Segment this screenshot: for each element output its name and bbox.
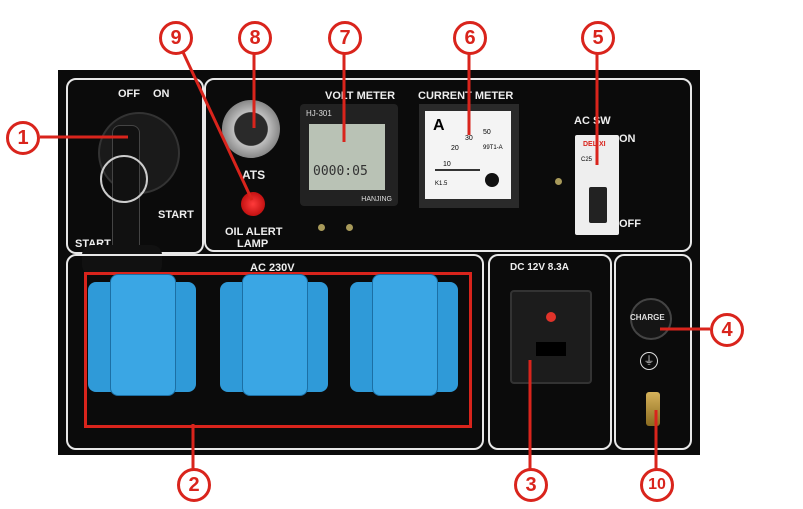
ac-outlets-highlight [84, 272, 472, 428]
ac-outlets-title: AC 230V [250, 262, 295, 274]
callout-10: 10 [640, 468, 674, 502]
instruments-section [204, 78, 692, 252]
scale-50: 50 [483, 129, 491, 136]
callout-4: 4 [710, 313, 744, 347]
ac-switch-title: AC SW [574, 115, 611, 127]
outlet-lid[interactable] [242, 274, 308, 396]
dc-outlet[interactable] [510, 290, 592, 384]
scale-30: 30 [465, 135, 473, 142]
zero-adjust-knob[interactable] [485, 173, 499, 187]
fuse-ground-section [614, 254, 692, 450]
ac-outlet-2[interactable] [220, 274, 328, 396]
screw-icon [555, 178, 562, 185]
ats-connector[interactable] [222, 100, 280, 158]
current-meter-unit: A [433, 117, 445, 134]
oil-alert-lamp [241, 192, 265, 216]
ac-outlet-3[interactable] [350, 274, 458, 396]
key-cap [82, 245, 162, 275]
off-label: OFF [118, 88, 140, 100]
callout-9: 9 [159, 21, 193, 55]
breaker-toggle[interactable] [589, 187, 607, 223]
fuse-label: CHARGE [630, 313, 665, 322]
callout-1: 1 [6, 121, 40, 155]
volt-meter-brand: HANJING [361, 196, 392, 203]
oil-lamp-label-1: OIL ALERT [225, 226, 283, 238]
ac-outlet-1[interactable] [88, 274, 196, 396]
volt-meter-reading: 0000:05 [313, 164, 368, 179]
key-ring [100, 155, 148, 203]
callout-8: 8 [238, 21, 272, 55]
charge-fuse[interactable]: CHARGE [630, 298, 672, 340]
callout-2: 2 [177, 468, 211, 502]
callout-6: 6 [453, 21, 487, 55]
outlet-lid[interactable] [372, 274, 438, 396]
ac-switch-off: OFF [619, 218, 641, 230]
volt-meter: HJ-301 0000:05 HANJING [300, 104, 398, 206]
outlet-lid[interactable] [110, 274, 176, 396]
ats-label: ATS [242, 168, 266, 182]
oil-lamp-label-2: LAMP [237, 238, 269, 250]
leader-9 [180, 49, 254, 201]
dc-socket-hole [536, 342, 566, 356]
dc-indicator [546, 312, 556, 322]
scale-10: 10 [443, 161, 451, 168]
callout-7: 7 [328, 21, 362, 55]
callout-3: 3 [514, 468, 548, 502]
volt-meter-model: HJ-301 [306, 109, 332, 118]
start-label: START [158, 209, 194, 221]
ac-switch-on: ON [619, 133, 636, 145]
current-meter-model: 99T1-A [483, 145, 503, 151]
screw-icon [346, 224, 353, 231]
ground-symbol-icon: ⏚ [640, 352, 658, 370]
current-meter-title: CURRENT METER [418, 90, 514, 102]
screw-icon [318, 224, 325, 231]
breaker-rating: C25 [581, 157, 593, 163]
needle [435, 169, 480, 171]
volt-meter-display: 0000:05 [309, 124, 385, 190]
current-meter-class: K1.5 [435, 181, 448, 187]
on-label: ON [153, 88, 170, 100]
dc-outlet-title: DC 12V 8.3A [510, 262, 569, 273]
ac-outlet-section [66, 254, 484, 450]
callout-5: 5 [581, 21, 615, 55]
scale-20: 20 [451, 145, 459, 152]
breaker-brand: DELIXI [583, 141, 606, 148]
dc-outlet-section [488, 254, 612, 450]
